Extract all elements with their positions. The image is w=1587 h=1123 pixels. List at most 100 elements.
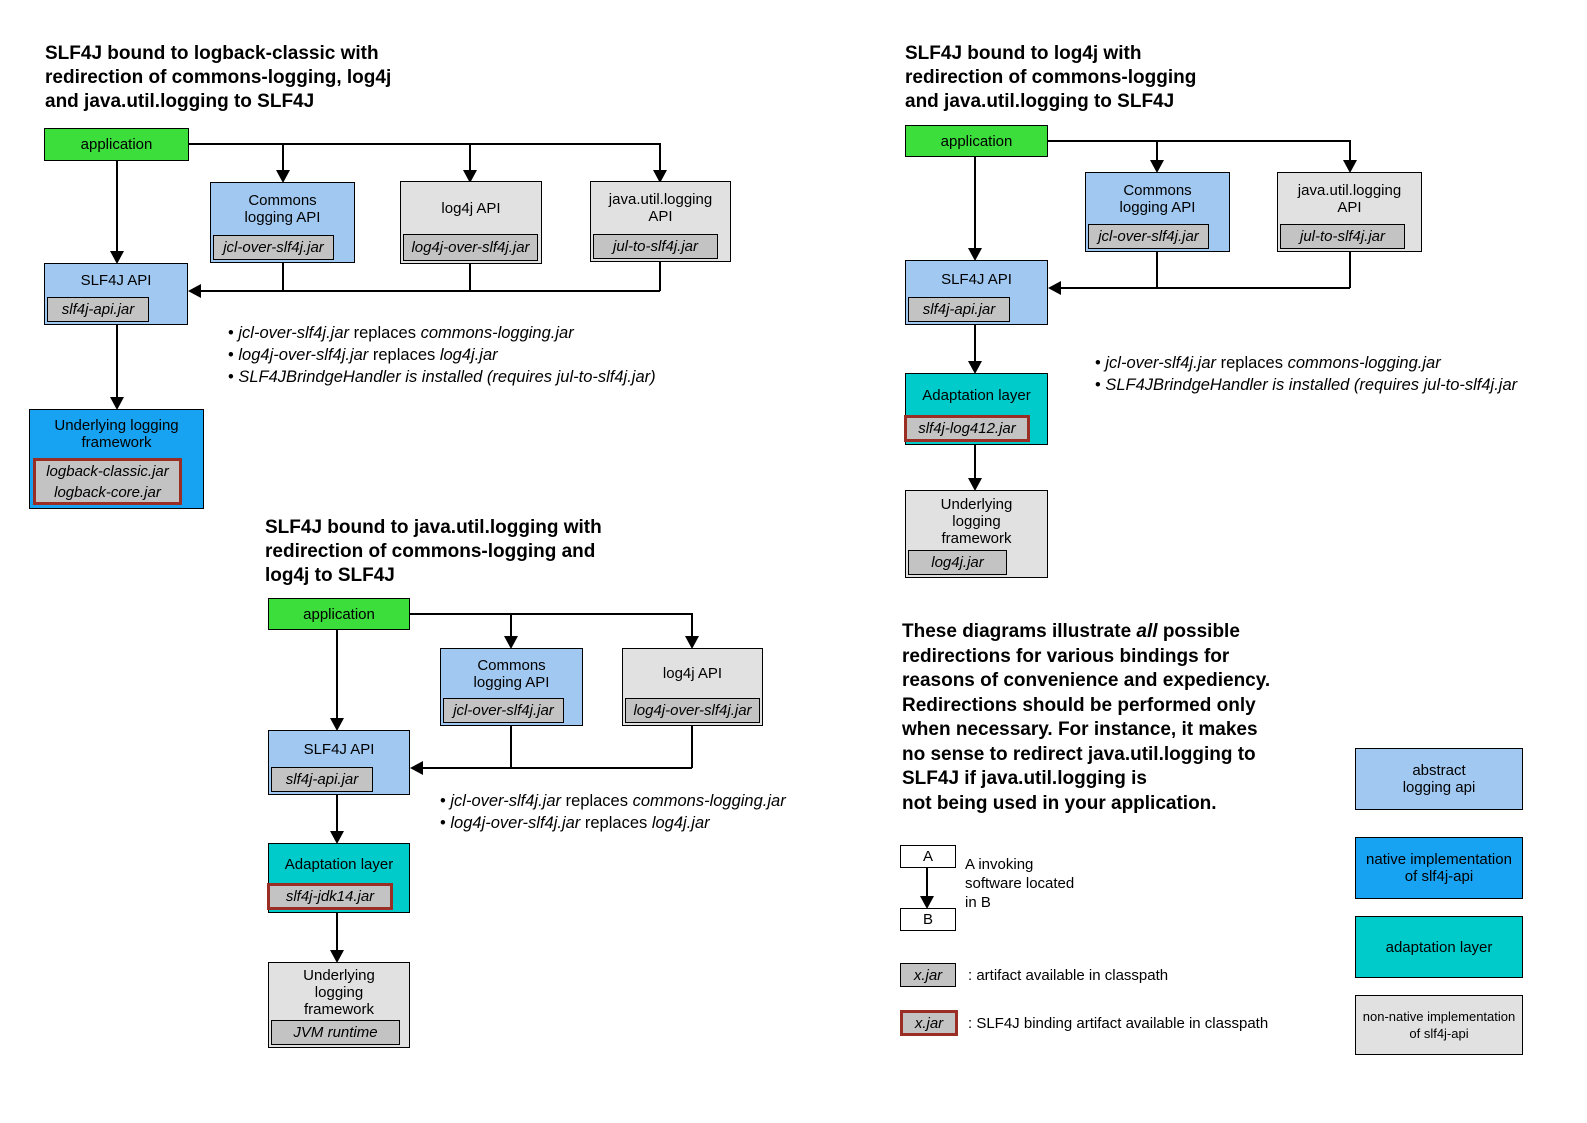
bullet-notes: • jcl-over-slf4j.jar replaces commons-lo… — [228, 322, 738, 388]
connector — [691, 613, 693, 636]
legend-color-label: native implementation of slf4j-api — [1366, 851, 1512, 885]
bullet-line: • jcl-over-slf4j.jar replaces commons-lo… — [228, 324, 574, 342]
jar-label: log4j.jar — [908, 550, 1007, 575]
log4j-api-box: log4j API log4j-over-slf4j.jar — [400, 181, 542, 264]
connector — [1048, 140, 1350, 142]
connector — [469, 143, 471, 170]
arrowhead-left — [188, 284, 201, 298]
slf4j-api-box: SLF4J API slf4j-api.jar — [905, 260, 1048, 325]
jar-label: slf4j-api.jar — [47, 297, 149, 322]
connector — [422, 767, 692, 769]
connector — [510, 613, 512, 636]
bullet-line: • jcl-over-slf4j.jar replaces commons-lo… — [440, 792, 786, 810]
connector — [1349, 140, 1351, 160]
diagram-title: SLF4J bound to java.util.logging with re… — [265, 517, 602, 586]
box-label: SLF4J API — [80, 272, 152, 289]
legend-a-label: A — [922, 848, 933, 865]
arrowhead-down — [968, 478, 982, 491]
box-label: SLF4J API — [941, 270, 1012, 288]
arrowhead-down — [685, 636, 699, 649]
box-label: log4j API — [441, 199, 501, 217]
arrowhead-down — [110, 397, 124, 410]
jar-label: jcl-over-slf4j.jar — [443, 698, 564, 723]
jar-label: slf4j-api.jar — [271, 767, 373, 792]
jul-api-box: java.util.logging API jul-to-slf4j.jar — [1277, 172, 1422, 252]
connector — [1156, 140, 1158, 160]
legend-jar-binding-caption: : SLF4J binding artifact available in cl… — [968, 1015, 1269, 1032]
connector — [510, 726, 512, 768]
arrowhead-down — [330, 831, 344, 844]
connector — [200, 290, 660, 292]
underlying-framework-box: Underlying logging framework log4j.jar — [905, 490, 1048, 578]
connector — [410, 613, 692, 615]
bullet-line: • SLF4JBrindgeHandler is installed (requ… — [228, 368, 656, 386]
arrowhead-down — [1343, 160, 1357, 173]
arrowhead-down — [330, 718, 344, 731]
arrowhead-down — [968, 361, 982, 374]
legend-ab-caption: A invoking software located in B — [965, 856, 1075, 911]
arrowhead-down — [1150, 160, 1164, 173]
box-label: Adaptation layer — [922, 386, 1031, 404]
note-paragraph: These diagrams illustrate all possible r… — [902, 620, 1352, 816]
legend-jar-plain: x.jar — [900, 963, 956, 987]
box-label: SLF4J API — [303, 740, 375, 758]
legend-color-label: adaptation layer — [1385, 938, 1493, 956]
arrowhead-down — [920, 896, 934, 909]
note-line: not being used in your application. — [902, 792, 1217, 814]
legend-color-label: non-native implementation of slf4j-api — [1362, 1009, 1516, 1041]
application-label: application — [80, 136, 153, 153]
slf4j-api-box: SLF4J API slf4j-api.jar — [268, 730, 410, 795]
box-label: Commons logging API — [1119, 181, 1196, 216]
application-label: application — [303, 605, 375, 623]
arrowhead-down — [504, 636, 518, 649]
jar-label: slf4j-log412.jar — [904, 415, 1030, 442]
legend-abstract-logging-api: abstract logging api — [1355, 748, 1523, 810]
connector — [116, 161, 118, 251]
jar-label: jcl-over-slf4j.jar — [213, 235, 334, 260]
connector — [659, 262, 661, 291]
jar-label: jul-to-slf4j.jar — [593, 234, 718, 259]
arrowhead-left — [410, 761, 423, 775]
connector — [1060, 287, 1350, 289]
bullet-line: • jcl-over-slf4j.jar replaces commons-lo… — [1095, 354, 1441, 372]
connector — [189, 143, 660, 145]
connector — [926, 868, 928, 896]
connector — [282, 263, 284, 291]
connector — [974, 157, 976, 248]
note-line: when necessary. For instance, it makes — [902, 719, 1258, 740]
box-label: Commons logging API — [244, 192, 321, 226]
bullet-line: • log4j-over-slf4j.jar replaces log4j.ja… — [228, 346, 498, 364]
note-line: These diagrams illustrate all possible — [902, 621, 1240, 642]
legend-adaptation-layer: adaptation layer — [1355, 916, 1523, 978]
bullet-line: • SLF4JBrindgeHandler is installed (requ… — [1095, 376, 1518, 394]
bullet-notes: • jcl-over-slf4j.jar replaces commons-lo… — [1095, 352, 1587, 396]
commons-logging-api-box: Commons logging API jcl-over-slf4j.jar — [440, 648, 583, 726]
jar-label: slf4j-api.jar — [908, 297, 1010, 322]
underlying-framework-box: Underlying logging framework JVM runtime — [268, 962, 410, 1048]
box-label: Commons logging API — [473, 656, 550, 691]
jar-label: jul-to-slf4j.jar — [1280, 224, 1405, 249]
adaptation-layer-box: Adaptation layer slf4j-log412.jar — [904, 373, 1048, 445]
connector — [336, 795, 338, 831]
legend-jar-binding: x.jar — [900, 1010, 958, 1036]
jar-label: jcl-over-slf4j.jar — [1088, 224, 1209, 249]
jar-label: slf4j-jdk14.jar — [267, 883, 393, 910]
connector — [282, 143, 284, 170]
adaptation-layer-box: Adaptation layer slf4j-jdk14.jar — [267, 843, 410, 913]
slf4j-api-box: SLF4J API slf4j-api.jar — [44, 263, 188, 325]
box-label: Adaptation layer — [284, 855, 394, 873]
connector — [336, 630, 338, 718]
bullet-notes: • jcl-over-slf4j.jar replaces commons-lo… — [440, 790, 940, 834]
legend-b-box: B — [900, 908, 956, 931]
commons-logging-api-box: Commons logging API jcl-over-slf4j.jar — [1085, 172, 1230, 252]
arrowhead-down — [110, 251, 124, 264]
connector — [1156, 252, 1158, 288]
connector — [116, 325, 118, 397]
application-box: application — [905, 125, 1048, 157]
application-box: application — [44, 128, 189, 161]
connector — [469, 264, 471, 291]
arrowhead-down — [463, 170, 477, 183]
arrowhead-down — [330, 950, 344, 963]
note-line: no sense to redirect java.util.logging t… — [902, 743, 1256, 765]
jar-label: JVM runtime — [271, 1020, 400, 1045]
